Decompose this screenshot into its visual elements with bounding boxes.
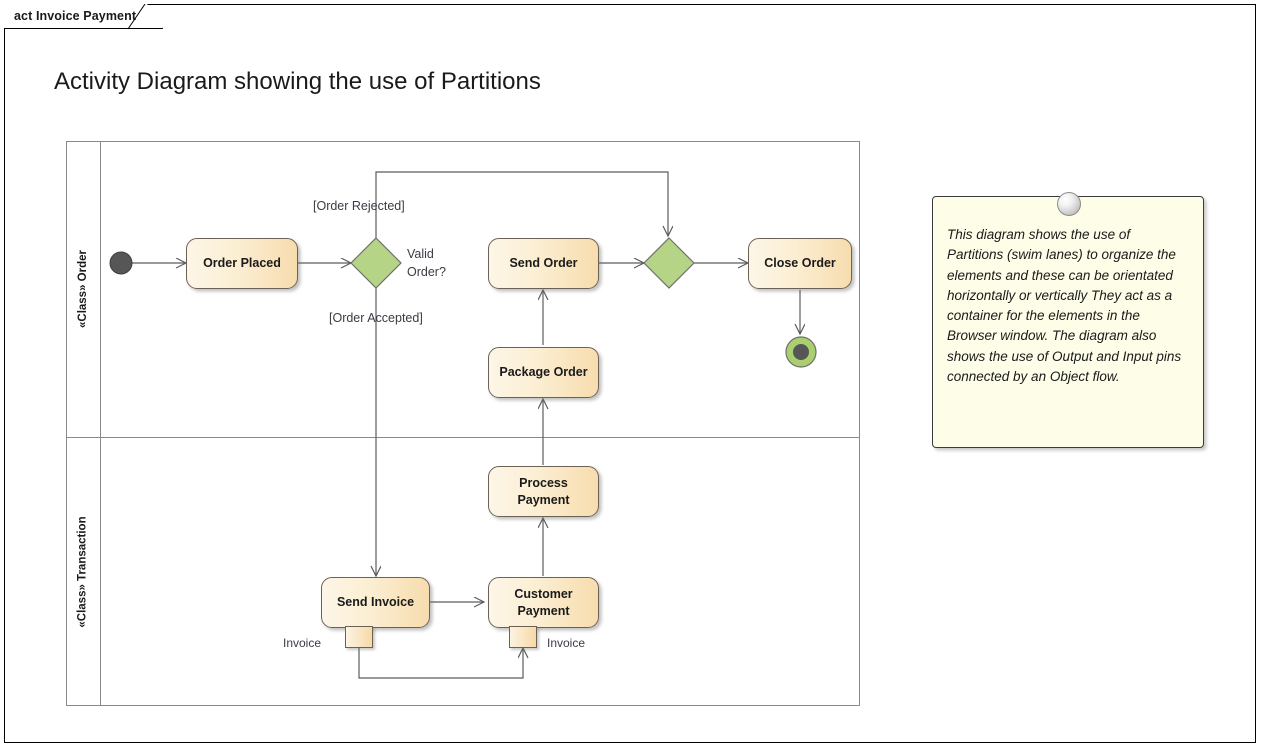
action-package-order-label: Package Order xyxy=(499,365,588,380)
decision-label-valid-order: Valid Order? xyxy=(407,247,446,280)
action-package-order[interactable]: Package Order xyxy=(488,347,599,398)
frame-tab-label: act Invoice Payment xyxy=(14,9,137,23)
initial-node xyxy=(108,250,134,281)
note-box: This diagram shows the use of Partitions… xyxy=(932,196,1204,448)
input-pin-invoice-label: Invoice xyxy=(547,636,586,650)
merge-node[interactable] xyxy=(642,236,696,295)
guard-order-accepted: [Order Accepted] xyxy=(329,311,423,325)
decision-node-valid-order[interactable] xyxy=(349,236,403,295)
input-pin-invoice[interactable] xyxy=(509,626,537,648)
action-close-order[interactable]: Close Order xyxy=(748,238,852,289)
action-process-payment-label: Process Payment xyxy=(517,475,569,509)
action-send-invoice[interactable]: Send Invoice xyxy=(321,577,430,628)
partition-header-column xyxy=(67,142,101,705)
action-customer-payment-line1: Customer xyxy=(514,586,573,601)
partition-container xyxy=(66,141,860,706)
action-send-invoice-label: Send Invoice xyxy=(336,595,415,610)
action-close-order-label: Close Order xyxy=(764,256,836,271)
output-pin-invoice[interactable] xyxy=(345,626,373,648)
action-process-payment[interactable]: Process Payment xyxy=(488,466,599,517)
diagram-frame xyxy=(4,4,1256,743)
note-text: This diagram shows the use of Partitions… xyxy=(947,227,1182,384)
action-customer-payment-line2: Payment xyxy=(517,603,570,618)
guard-order-rejected: [Order Rejected] xyxy=(313,199,405,213)
action-customer-payment[interactable]: Customer Payment xyxy=(488,577,599,628)
action-customer-payment-label: Customer Payment xyxy=(514,586,572,620)
output-pin-invoice-label: Invoice xyxy=(283,636,322,650)
page-title: Activity Diagram showing the use of Part… xyxy=(54,68,541,95)
action-order-placed-label: Order Placed xyxy=(203,256,281,271)
action-send-order-label: Send Order xyxy=(509,256,578,271)
frame-tab: act Invoice Payment xyxy=(4,4,163,29)
action-send-order[interactable]: Send Order xyxy=(488,238,599,289)
partition-divider xyxy=(67,437,859,438)
action-process-payment-line2: Payment xyxy=(517,492,570,507)
final-node xyxy=(784,335,818,374)
note-pin-icon xyxy=(1057,192,1081,216)
action-process-payment-line1: Process xyxy=(519,475,568,490)
action-order-placed[interactable]: Order Placed xyxy=(186,238,298,289)
